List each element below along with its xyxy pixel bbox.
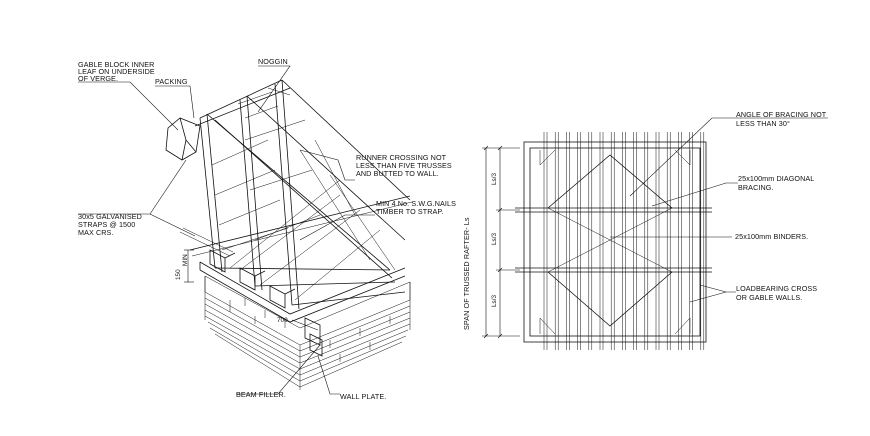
wall-masonry [204,275,411,390]
right-leaders [610,117,828,303]
truss-webs [179,87,413,301]
third-3-label: Ls/3 [491,294,498,307]
span-label: SPAN OF TRUSSED RAFTER- Ls [462,217,471,330]
dim-min-label: MIN [182,254,189,266]
dim-700-label: 700 [277,317,288,324]
diagonal-label-2: BRACING. [738,183,774,192]
gable-block-label-2: LEAF ON UNDERSIDE [78,67,155,76]
straps-label-1: 30x5 GALVANISED [78,212,142,221]
noggin-label: NOGGIN [258,57,288,66]
nails-label-1: MIN 4 No. S.W.G.NAILS [376,199,456,208]
third-1-label: Ls/3 [491,172,498,185]
wall-plate [199,249,406,346]
binders-label: 25x100mm BINDERS. [735,232,808,241]
nails-label-2: TIMBER TO STRAP. [376,207,444,216]
straps-label-2: STRAPS @ 1500 [78,220,135,229]
dim-150-label: 150 [175,269,182,280]
right-labels: ANGLE OF BRACING NOT LESS THAN 30° 25x10… [462,110,827,330]
isometric-truss-detail: GABLE BLOCK INNER LEAF ON UNDERSIDE OF V… [78,57,456,401]
angle-label-2: LESS THAN 30° [736,119,790,128]
packing-label: PACKING [155,77,188,86]
third-2-label: Ls/3 [491,232,498,245]
loadbearing-label-2: OR GABLE WALLS. [736,293,802,302]
loadbearing-label-1: LOADBEARING CROSS [736,284,817,293]
diagonal-bracing [547,154,673,327]
angle-label-1: ANGLE OF BRACING NOT [736,110,827,119]
beam-filler [309,333,323,357]
diagonal-label-1: 25x100mm DIAGONAL [738,174,814,183]
runner-label-2: LESS THAN FIVE TRUSSES [356,161,452,170]
gable-block-label-1: GABLE BLOCK INNER [78,60,154,69]
binders [515,207,712,273]
gable-block-label-3: OF VERGE. [78,74,118,83]
gable-block [165,117,201,161]
runner-label-1: RUNNER CROSSING NOT [356,153,447,162]
left-labels: GABLE BLOCK INNER LEAF ON UNDERSIDE OF V… [78,57,456,401]
plan-outline [523,141,707,343]
trussed-rafters-plan [543,132,705,350]
plan-bracing-detail: ANGLE OF BRACING NOT LESS THAN 30° 25x10… [462,110,828,350]
straps-label-3: MAX CRS. [78,228,114,237]
beam-filler-label: BEAM FILLER. [236,390,286,399]
truss-rafters [194,79,411,310]
runner-label-3: AND BUTTED TO WALL. [356,169,439,178]
span-dimension [482,145,520,339]
wall-plate-label: WALL PLATE. [340,392,386,401]
left-leaders [78,65,375,395]
